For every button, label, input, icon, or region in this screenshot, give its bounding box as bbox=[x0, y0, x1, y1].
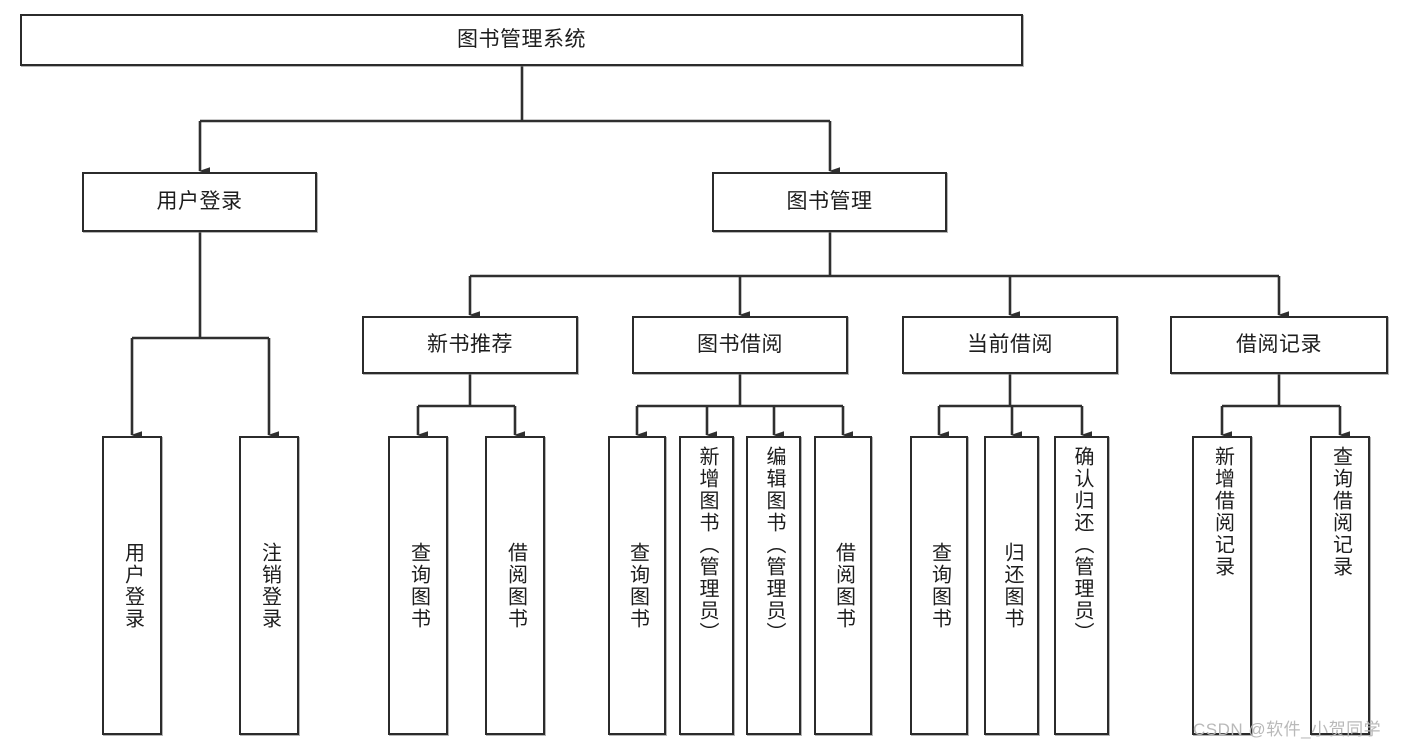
node-book-borrow[interactable]: 图书借阅 bbox=[632, 316, 848, 374]
node-label: 编辑图书（管理员） bbox=[763, 446, 785, 644]
node-label: 查询图书 bbox=[626, 541, 649, 630]
node-label: 注销登录 bbox=[258, 541, 281, 630]
node-leaf-query-book-2[interactable]: 查询图书 bbox=[608, 436, 666, 735]
node-label: 图书借阅 bbox=[697, 332, 783, 356]
node-label: 查询图书 bbox=[928, 541, 951, 630]
node-leaf-add-book-admin[interactable]: 新增图书（管理员） bbox=[679, 436, 734, 735]
node-label: 查询图书 bbox=[407, 541, 430, 630]
node-new-book-recommend[interactable]: 新书推荐 bbox=[362, 316, 578, 374]
node-leaf-user-login[interactable]: 用户登录 bbox=[102, 436, 162, 735]
node-root[interactable]: 图书管理系统 bbox=[20, 14, 1023, 66]
node-label: 用户登录 bbox=[121, 541, 144, 630]
node-label: 当前借阅 bbox=[967, 332, 1053, 356]
node-label: 借阅记录 bbox=[1236, 332, 1322, 356]
node-leaf-borrow-book-2[interactable]: 借阅图书 bbox=[814, 436, 872, 735]
node-label: 归还图书 bbox=[1001, 541, 1023, 630]
node-leaf-query-book-3[interactable]: 查询图书 bbox=[910, 436, 968, 735]
node-label: 图书管理系统 bbox=[457, 27, 586, 51]
node-book-manage[interactable]: 图书管理 bbox=[712, 172, 947, 232]
node-label: 借阅图书 bbox=[504, 541, 527, 630]
node-leaf-borrow-book-1[interactable]: 借阅图书 bbox=[485, 436, 545, 735]
node-leaf-logout-login[interactable]: 注销登录 bbox=[239, 436, 299, 735]
node-label: 用户登录 bbox=[156, 189, 243, 213]
node-label: 借阅图书 bbox=[832, 541, 855, 630]
node-label: 确认归还（管理员） bbox=[1071, 446, 1093, 644]
node-label: 查询借阅记录 bbox=[1329, 446, 1352, 578]
node-leaf-edit-book-admin[interactable]: 编辑图书（管理员） bbox=[746, 436, 801, 735]
node-borrow-record[interactable]: 借阅记录 bbox=[1170, 316, 1388, 374]
node-current-borrow[interactable]: 当前借阅 bbox=[902, 316, 1118, 374]
node-user-login[interactable]: 用户登录 bbox=[82, 172, 317, 232]
node-leaf-add-borrow-record[interactable]: 新增借阅记录 bbox=[1192, 436, 1252, 735]
node-label: 图书管理 bbox=[786, 189, 873, 213]
node-leaf-return-book[interactable]: 归还图书 bbox=[984, 436, 1039, 735]
node-leaf-query-borrow-record[interactable]: 查询借阅记录 bbox=[1310, 436, 1370, 735]
node-leaf-confirm-return-admin[interactable]: 确认归还（管理员） bbox=[1054, 436, 1109, 735]
node-label: 新书推荐 bbox=[427, 332, 513, 356]
node-label: 新增借阅记录 bbox=[1211, 446, 1234, 578]
node-leaf-query-book-1[interactable]: 查询图书 bbox=[388, 436, 448, 735]
node-label: 新增图书（管理员） bbox=[696, 446, 718, 644]
